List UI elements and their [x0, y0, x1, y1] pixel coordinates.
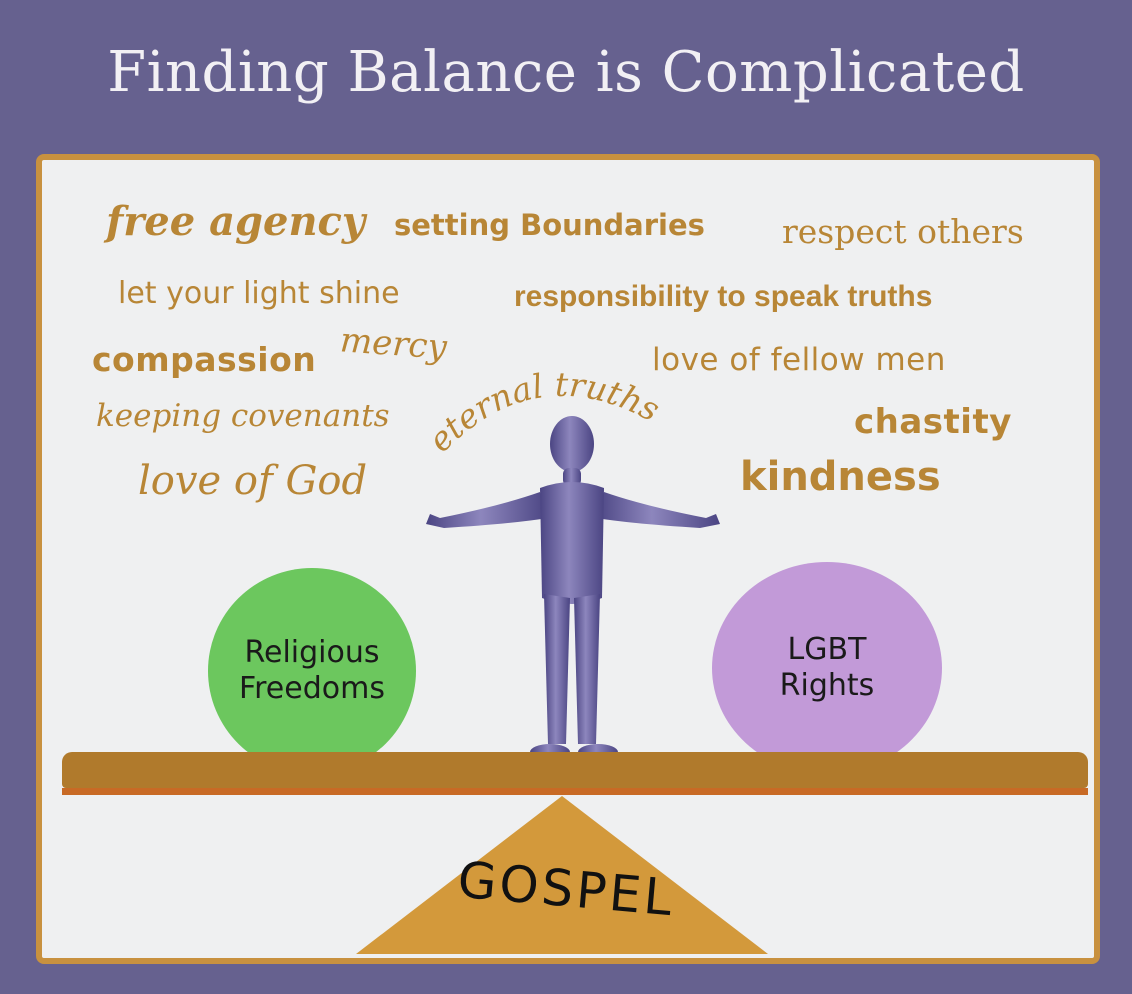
word-setting-boundaries: setting Boundaries	[394, 208, 705, 242]
word-chastity: chastity	[854, 402, 1012, 442]
word-let-your-light-shine: let your light shine	[118, 276, 400, 311]
balance-beam-underline	[62, 788, 1088, 795]
word-keeping-covenants: keeping covenants	[96, 398, 390, 434]
lgbt-rights-circle: LGBT Rights	[712, 562, 942, 774]
page-title: Finding Balance is Complicated	[107, 40, 1025, 105]
fulcrum-triangle: GOSPEL	[356, 796, 768, 954]
balance-beam	[62, 752, 1088, 788]
word-free-agency: free agency	[106, 198, 366, 245]
religious-freedoms-line1: Religious	[244, 635, 380, 670]
lgbt-rights-line1: LGBT	[787, 632, 867, 667]
diagram-board: free agency setting Boundaries respect o…	[36, 154, 1100, 964]
human-figure-icon	[426, 416, 720, 760]
word-love-of-god: love of God	[138, 458, 368, 504]
religious-freedoms-circle: Religious Freedoms	[208, 568, 416, 774]
eternal-truths-arc: eternal truths	[422, 365, 666, 460]
word-responsibility: responsibility to speak truths	[514, 280, 933, 313]
lgbt-rights-line2: Rights	[779, 668, 875, 703]
religious-freedoms-line2: Freedoms	[239, 671, 385, 706]
word-compassion: compassion	[92, 340, 317, 379]
word-kindness: kindness	[740, 454, 941, 500]
word-respect-others: respect others	[782, 212, 1024, 251]
word-love-of-fellow-men: love of fellow men	[652, 342, 946, 378]
